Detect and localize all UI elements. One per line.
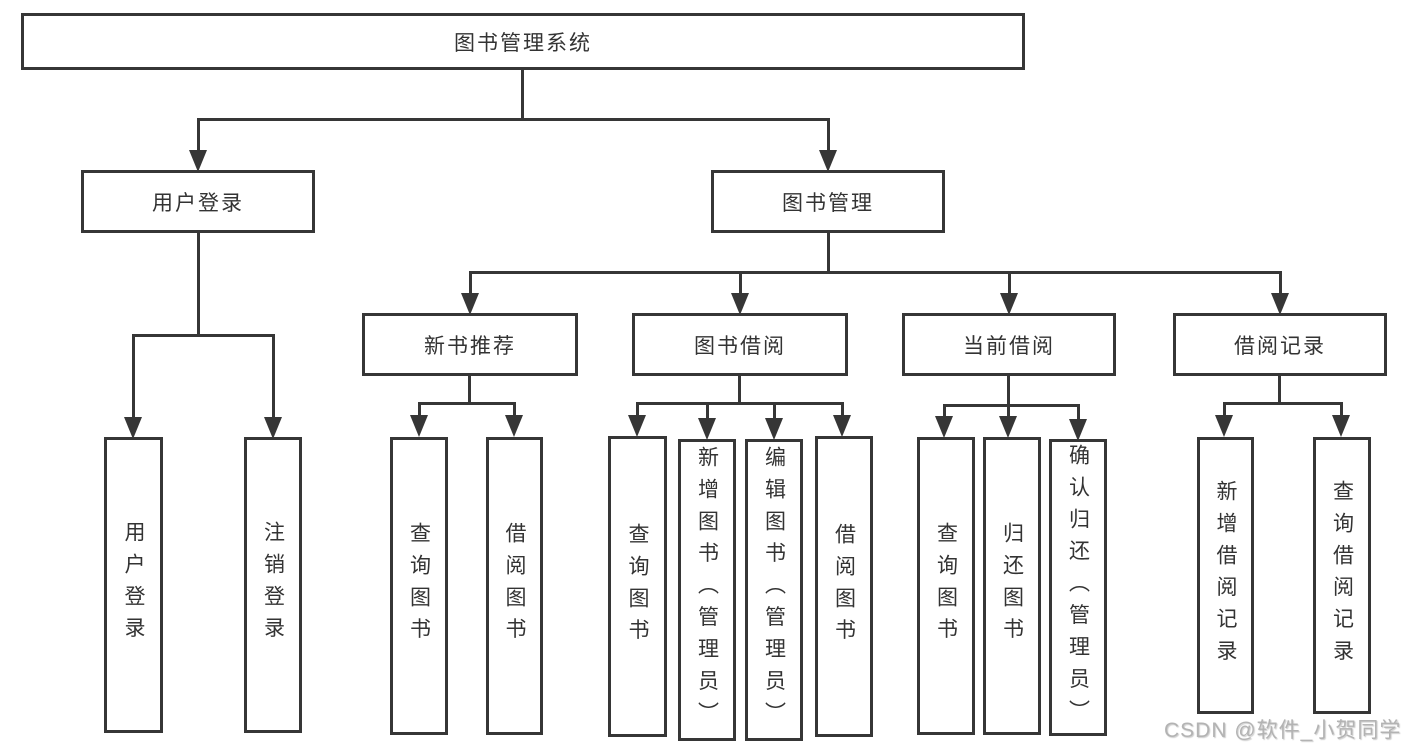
arrowhead-down-icon bbox=[124, 417, 142, 439]
leaf-add-borrow-record: 新增借阅记录 bbox=[1197, 437, 1254, 714]
leaf-newrec-query-books: 查询图书 bbox=[390, 437, 448, 735]
node-book-management-label: 图书管理 bbox=[782, 191, 874, 215]
node-new-book-recommend: 新书推荐 bbox=[362, 313, 578, 376]
leaf-confirm-return-admin: 确认归还（管理员） bbox=[1049, 439, 1107, 736]
arrowhead-down-icon bbox=[819, 150, 837, 172]
leaf-borrow-books-label: 借阅图书 bbox=[832, 522, 856, 651]
leaf-current-query-books-label: 查询图书 bbox=[934, 522, 958, 650]
node-book-management: 图书管理 bbox=[711, 170, 945, 233]
connector-line bbox=[943, 404, 1080, 407]
arrowhead-down-icon bbox=[999, 416, 1017, 438]
connector-line bbox=[197, 118, 830, 121]
leaf-confirm-return-admin-label: 确认归还（管理员） bbox=[1066, 443, 1090, 732]
leaf-return-books: 归还图书 bbox=[983, 437, 1041, 735]
connector-line bbox=[738, 375, 741, 404]
node-borrow-records-label: 借阅记录 bbox=[1234, 334, 1326, 358]
connector-line bbox=[1223, 402, 1343, 405]
arrowhead-down-icon bbox=[1271, 293, 1289, 315]
connector-line bbox=[132, 334, 275, 337]
node-root: 图书管理系统 bbox=[21, 13, 1025, 70]
csdn-watermark: CSDN @软件_小贺同学 bbox=[1164, 719, 1402, 742]
leaf-add-borrow-record-label: 新增借阅记录 bbox=[1214, 479, 1237, 672]
arrowhead-down-icon bbox=[264, 417, 282, 439]
leaf-borrow-books: 借阅图书 bbox=[815, 436, 873, 737]
node-root-label: 图书管理系统 bbox=[454, 31, 592, 55]
connector-line bbox=[132, 334, 135, 419]
leaf-newrec-query-books-label: 查询图书 bbox=[407, 522, 431, 650]
connector-line bbox=[1340, 402, 1343, 418]
connector-line bbox=[1007, 404, 1010, 419]
leaf-borrow-query-books: 查询图书 bbox=[608, 436, 667, 737]
leaf-edit-books-admin: 编辑图书（管理员） bbox=[745, 439, 803, 741]
leaf-user-login-label: 用户登录 bbox=[122, 521, 145, 649]
connector-line bbox=[739, 271, 742, 294]
node-book-borrow: 图书借阅 bbox=[632, 313, 848, 376]
connector-line bbox=[636, 402, 844, 405]
connector-line bbox=[943, 404, 946, 419]
arrowhead-down-icon bbox=[935, 416, 953, 438]
leaf-add-books-admin: 新增图书（管理员） bbox=[678, 439, 736, 741]
node-user-login: 用户登录 bbox=[81, 170, 315, 233]
connector-line bbox=[513, 402, 516, 418]
connector-line bbox=[841, 402, 844, 418]
node-user-login-label: 用户登录 bbox=[152, 191, 244, 215]
connector-line bbox=[272, 334, 275, 419]
connector-line bbox=[418, 402, 516, 405]
connector-line bbox=[1278, 375, 1281, 404]
leaf-query-borrow-record-label: 查询借阅记录 bbox=[1330, 479, 1354, 672]
node-book-borrow-label: 图书借阅 bbox=[694, 334, 786, 358]
connector-line bbox=[827, 118, 830, 152]
arrowhead-down-icon bbox=[765, 418, 783, 440]
connector-line bbox=[469, 271, 1282, 274]
connector-line bbox=[1223, 402, 1226, 418]
node-current-borrow-label: 当前借阅 bbox=[963, 334, 1055, 358]
leaf-logout-label: 注销登录 bbox=[261, 521, 285, 649]
connector-line bbox=[521, 66, 524, 120]
arrowhead-down-icon bbox=[698, 418, 716, 440]
leaf-newrec-borrow-books-label: 借阅图书 bbox=[503, 522, 526, 650]
arrowhead-down-icon bbox=[628, 415, 646, 437]
leaf-edit-books-admin-label: 编辑图书（管理员） bbox=[762, 446, 786, 734]
node-borrow-records: 借阅记录 bbox=[1173, 313, 1387, 376]
arrowhead-down-icon bbox=[189, 150, 207, 172]
leaf-current-query-books: 查询图书 bbox=[917, 437, 975, 735]
connector-line bbox=[197, 231, 200, 337]
connector-line bbox=[706, 402, 709, 420]
leaf-add-books-admin-label: 新增图书（管理员） bbox=[695, 446, 719, 734]
leaf-borrow-query-books-label: 查询图书 bbox=[626, 522, 649, 651]
leaf-return-books-label: 归还图书 bbox=[1000, 522, 1024, 650]
connector-line bbox=[1008, 271, 1011, 294]
leaf-query-borrow-record: 查询借阅记录 bbox=[1313, 437, 1371, 714]
arrowhead-down-icon bbox=[461, 293, 479, 315]
leaf-user-login: 用户登录 bbox=[104, 437, 163, 733]
connector-line bbox=[1077, 404, 1080, 421]
arrowhead-down-icon bbox=[1069, 419, 1087, 441]
arrowhead-down-icon bbox=[1332, 415, 1350, 437]
connector-line bbox=[1279, 271, 1282, 294]
connector-line bbox=[469, 271, 472, 294]
node-current-borrow: 当前借阅 bbox=[902, 313, 1116, 376]
connector-line bbox=[827, 231, 830, 274]
connector-line bbox=[468, 375, 471, 404]
connector-line bbox=[773, 402, 776, 420]
connector-line bbox=[418, 402, 421, 418]
arrowhead-down-icon bbox=[1215, 415, 1233, 437]
arrowhead-down-icon bbox=[833, 415, 851, 437]
connector-line bbox=[197, 118, 200, 152]
arrowhead-down-icon bbox=[505, 415, 523, 437]
arrowhead-down-icon bbox=[410, 415, 428, 437]
connector-line bbox=[636, 402, 639, 418]
connector-line bbox=[1007, 375, 1010, 407]
leaf-logout: 注销登录 bbox=[244, 437, 302, 733]
node-new-book-recommend-label: 新书推荐 bbox=[424, 334, 516, 358]
arrowhead-down-icon bbox=[1000, 293, 1018, 315]
leaf-newrec-borrow-books: 借阅图书 bbox=[486, 437, 543, 735]
arrowhead-down-icon bbox=[731, 293, 749, 315]
